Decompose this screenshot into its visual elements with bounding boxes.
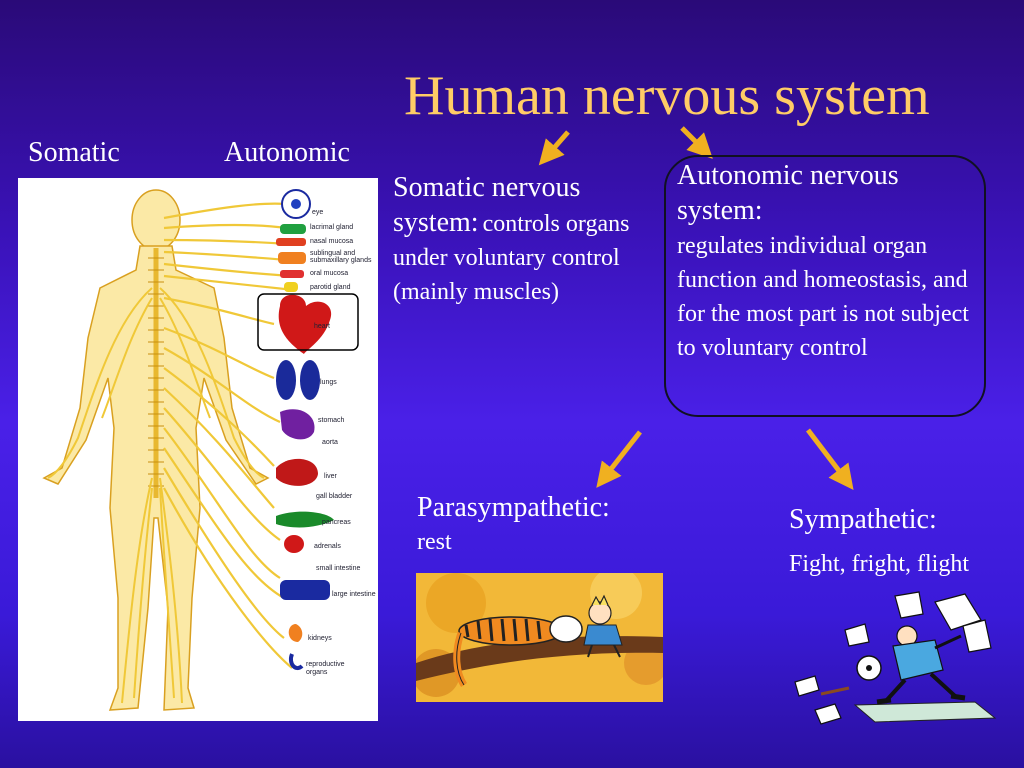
organ-label-nasal-mucosa: nasal mucosa [310, 238, 353, 245]
parasympathetic-heading: Parasympathetic: [417, 492, 610, 523]
boy-figure [583, 594, 623, 658]
somatic-body: controls organs under voluntary control … [393, 211, 630, 306]
organ-label-eye: eye [312, 209, 323, 216]
organ-icons [257, 189, 359, 671]
organ-label-pancreas: pancreas [322, 519, 351, 526]
diagonal-arrow-icon [806, 428, 854, 490]
parasympathetic-body: rest [417, 529, 452, 556]
organ-label-aorta: aorta [322, 439, 338, 446]
organ-label-heart: heart [314, 323, 330, 330]
organ-label-gall-bladder: gall bladder [316, 493, 353, 500]
sympathetic-description: Sympathetic: Fight, fright, flight [789, 502, 1009, 581]
running-figure-papers-clipart [785, 590, 1000, 730]
vertebrae [148, 257, 164, 487]
organ-labels: eye lacrimal gland nasal mucosa sublingu… [306, 209, 376, 676]
organ-label-parotid-gland: parotid gland [310, 284, 351, 291]
organ-label-submaxillary: submaxillary glands [310, 257, 372, 264]
sympathetic-body: Fight, fright, flight [789, 551, 969, 578]
autonomic-description: Autonomic nervous system: regulates indi… [677, 158, 987, 365]
somatic-column-label: Somatic [28, 137, 120, 168]
organ-label-adrenals: adrenals [314, 543, 341, 550]
autonomic-column-label: Autonomic [224, 137, 350, 168]
sympathetic-heading: Sympathetic: [789, 504, 937, 535]
organ-label-oral-mucosa: oral mucosa [310, 270, 348, 277]
autonomic-body: regulates individual organ function and … [677, 232, 969, 361]
organ-label-organs: organs [306, 669, 328, 676]
organ-label-sublingual: sublingual and [310, 250, 355, 257]
organ-label-stomach: stomach [318, 417, 345, 424]
autonomic-box [664, 155, 986, 417]
diagonal-arrow-icon [680, 126, 713, 159]
running-figure [876, 625, 966, 705]
organ-label-liver: liver [324, 473, 338, 480]
nervous-system-illustration: eye lacrimal gland nasal mucosa sublingu… [42, 189, 376, 711]
autonomic-heading: Autonomic nervous system: [677, 160, 899, 227]
slide-title: Human nervous system [404, 65, 930, 127]
nervous-system-diagram: eye lacrimal gland nasal mucosa sublingu… [18, 178, 378, 721]
organ-label-small-intestine: small intestine [316, 565, 360, 572]
organ-label-kidneys: kidneys [308, 635, 332, 642]
sleeping-tiger-boy-illustration [416, 573, 663, 702]
organ-label-lungs: lungs [320, 379, 337, 386]
organ-label-lacrimal-gland: lacrimal gland [310, 224, 353, 231]
tiger-figure [453, 615, 583, 687]
diagonal-arrow-icon [596, 430, 642, 488]
organ-label-reproductive: reproductive [306, 661, 345, 668]
somatic-heading: Somatic nervous system: [393, 172, 581, 239]
diagonal-arrow-icon [538, 130, 570, 166]
somatic-nerves [47, 287, 265, 704]
organ-label-large-intestine: large intestine [332, 591, 376, 598]
autonomic-nerves [163, 202, 295, 669]
somatic-description: Somatic nervous system: controls organs … [393, 170, 661, 310]
parasympathetic-description: Parasympathetic: rest [417, 490, 667, 559]
